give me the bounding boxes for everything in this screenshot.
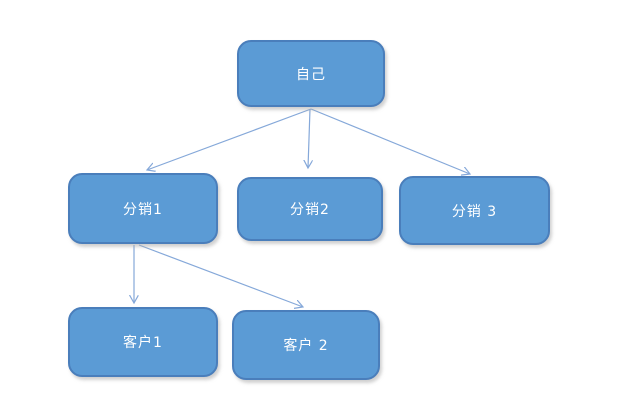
arrow-dist1-to-cust2	[138, 244, 303, 307]
node-self: 自己	[237, 40, 385, 107]
arrow-self-to-dist2	[308, 108, 310, 168]
node-distributor-3: 分销 3	[399, 176, 550, 245]
node-customer-1-label: 客户1	[123, 335, 163, 351]
node-customer-2: 客户 2	[232, 310, 380, 380]
node-distributor-2: 分销2	[237, 177, 383, 241]
node-customer-1: 客户1	[68, 307, 218, 377]
arrow-self-to-dist1	[147, 108, 312, 170]
node-distributor-3-label: 分销 3	[451, 203, 498, 220]
node-customer-2-label: 客户 2	[283, 338, 329, 354]
node-distributor-1-label: 分销1	[123, 201, 163, 218]
arrow-self-to-dist3	[310, 108, 470, 174]
node-distributor-2-label: 分销2	[290, 202, 330, 218]
node-distributor-1: 分销1	[68, 173, 218, 244]
node-self-label: 自己	[296, 66, 326, 83]
